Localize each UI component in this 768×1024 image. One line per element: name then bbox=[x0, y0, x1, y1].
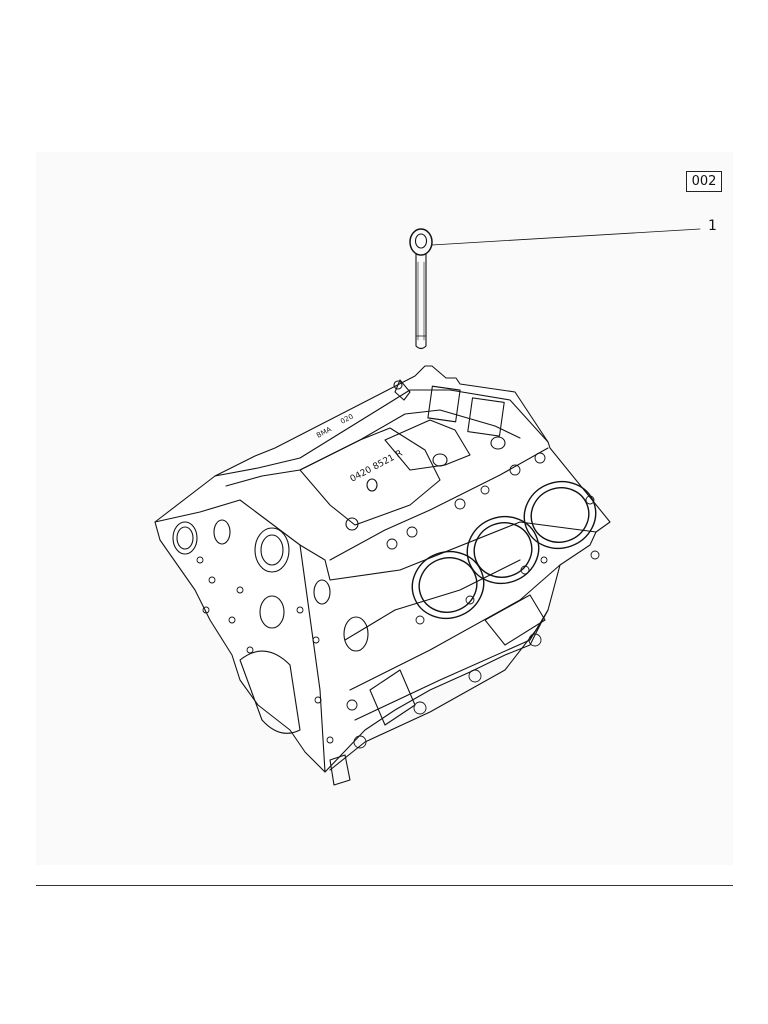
engine-block-part bbox=[154, 365, 611, 786]
page-code-box: 002 bbox=[686, 171, 722, 192]
eye-bolt-part bbox=[409, 228, 433, 350]
callout-leader-line bbox=[431, 228, 701, 246]
footer-divider bbox=[36, 885, 733, 886]
callout-number-1: 1 bbox=[708, 218, 717, 234]
